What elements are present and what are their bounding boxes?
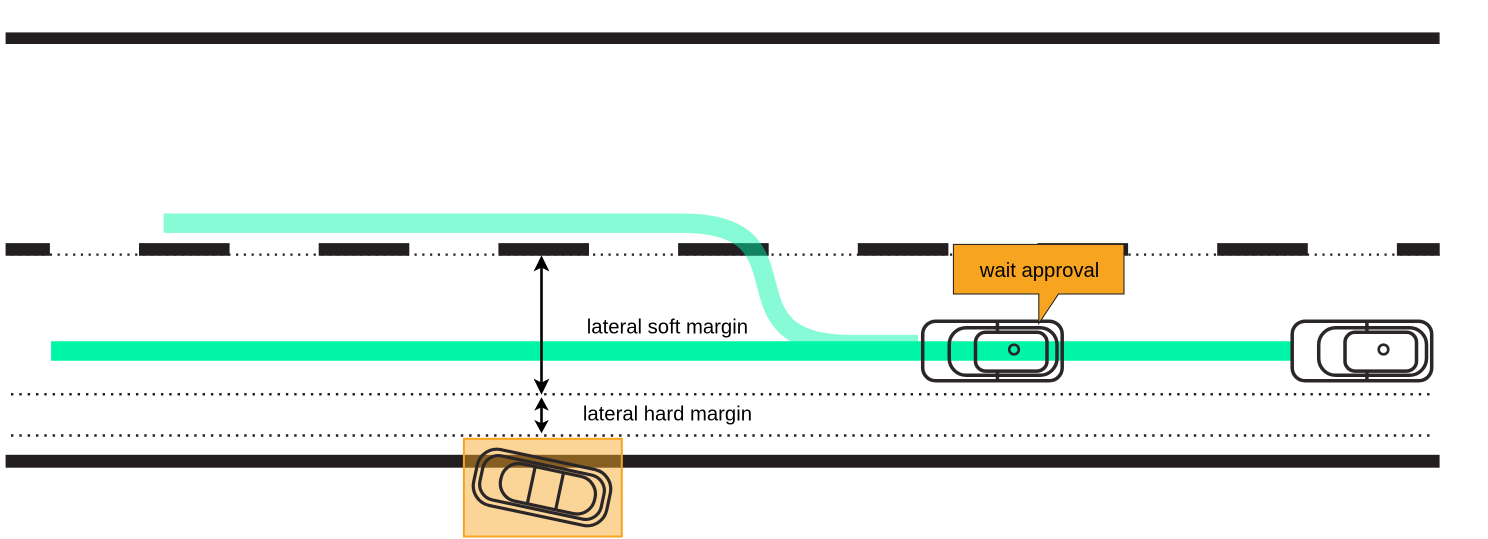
svg-text:lateral soft margin: lateral soft margin <box>587 317 748 339</box>
svg-text:wait approval: wait approval <box>979 260 1100 282</box>
svg-text:lateral hard margin: lateral hard margin <box>583 404 752 426</box>
